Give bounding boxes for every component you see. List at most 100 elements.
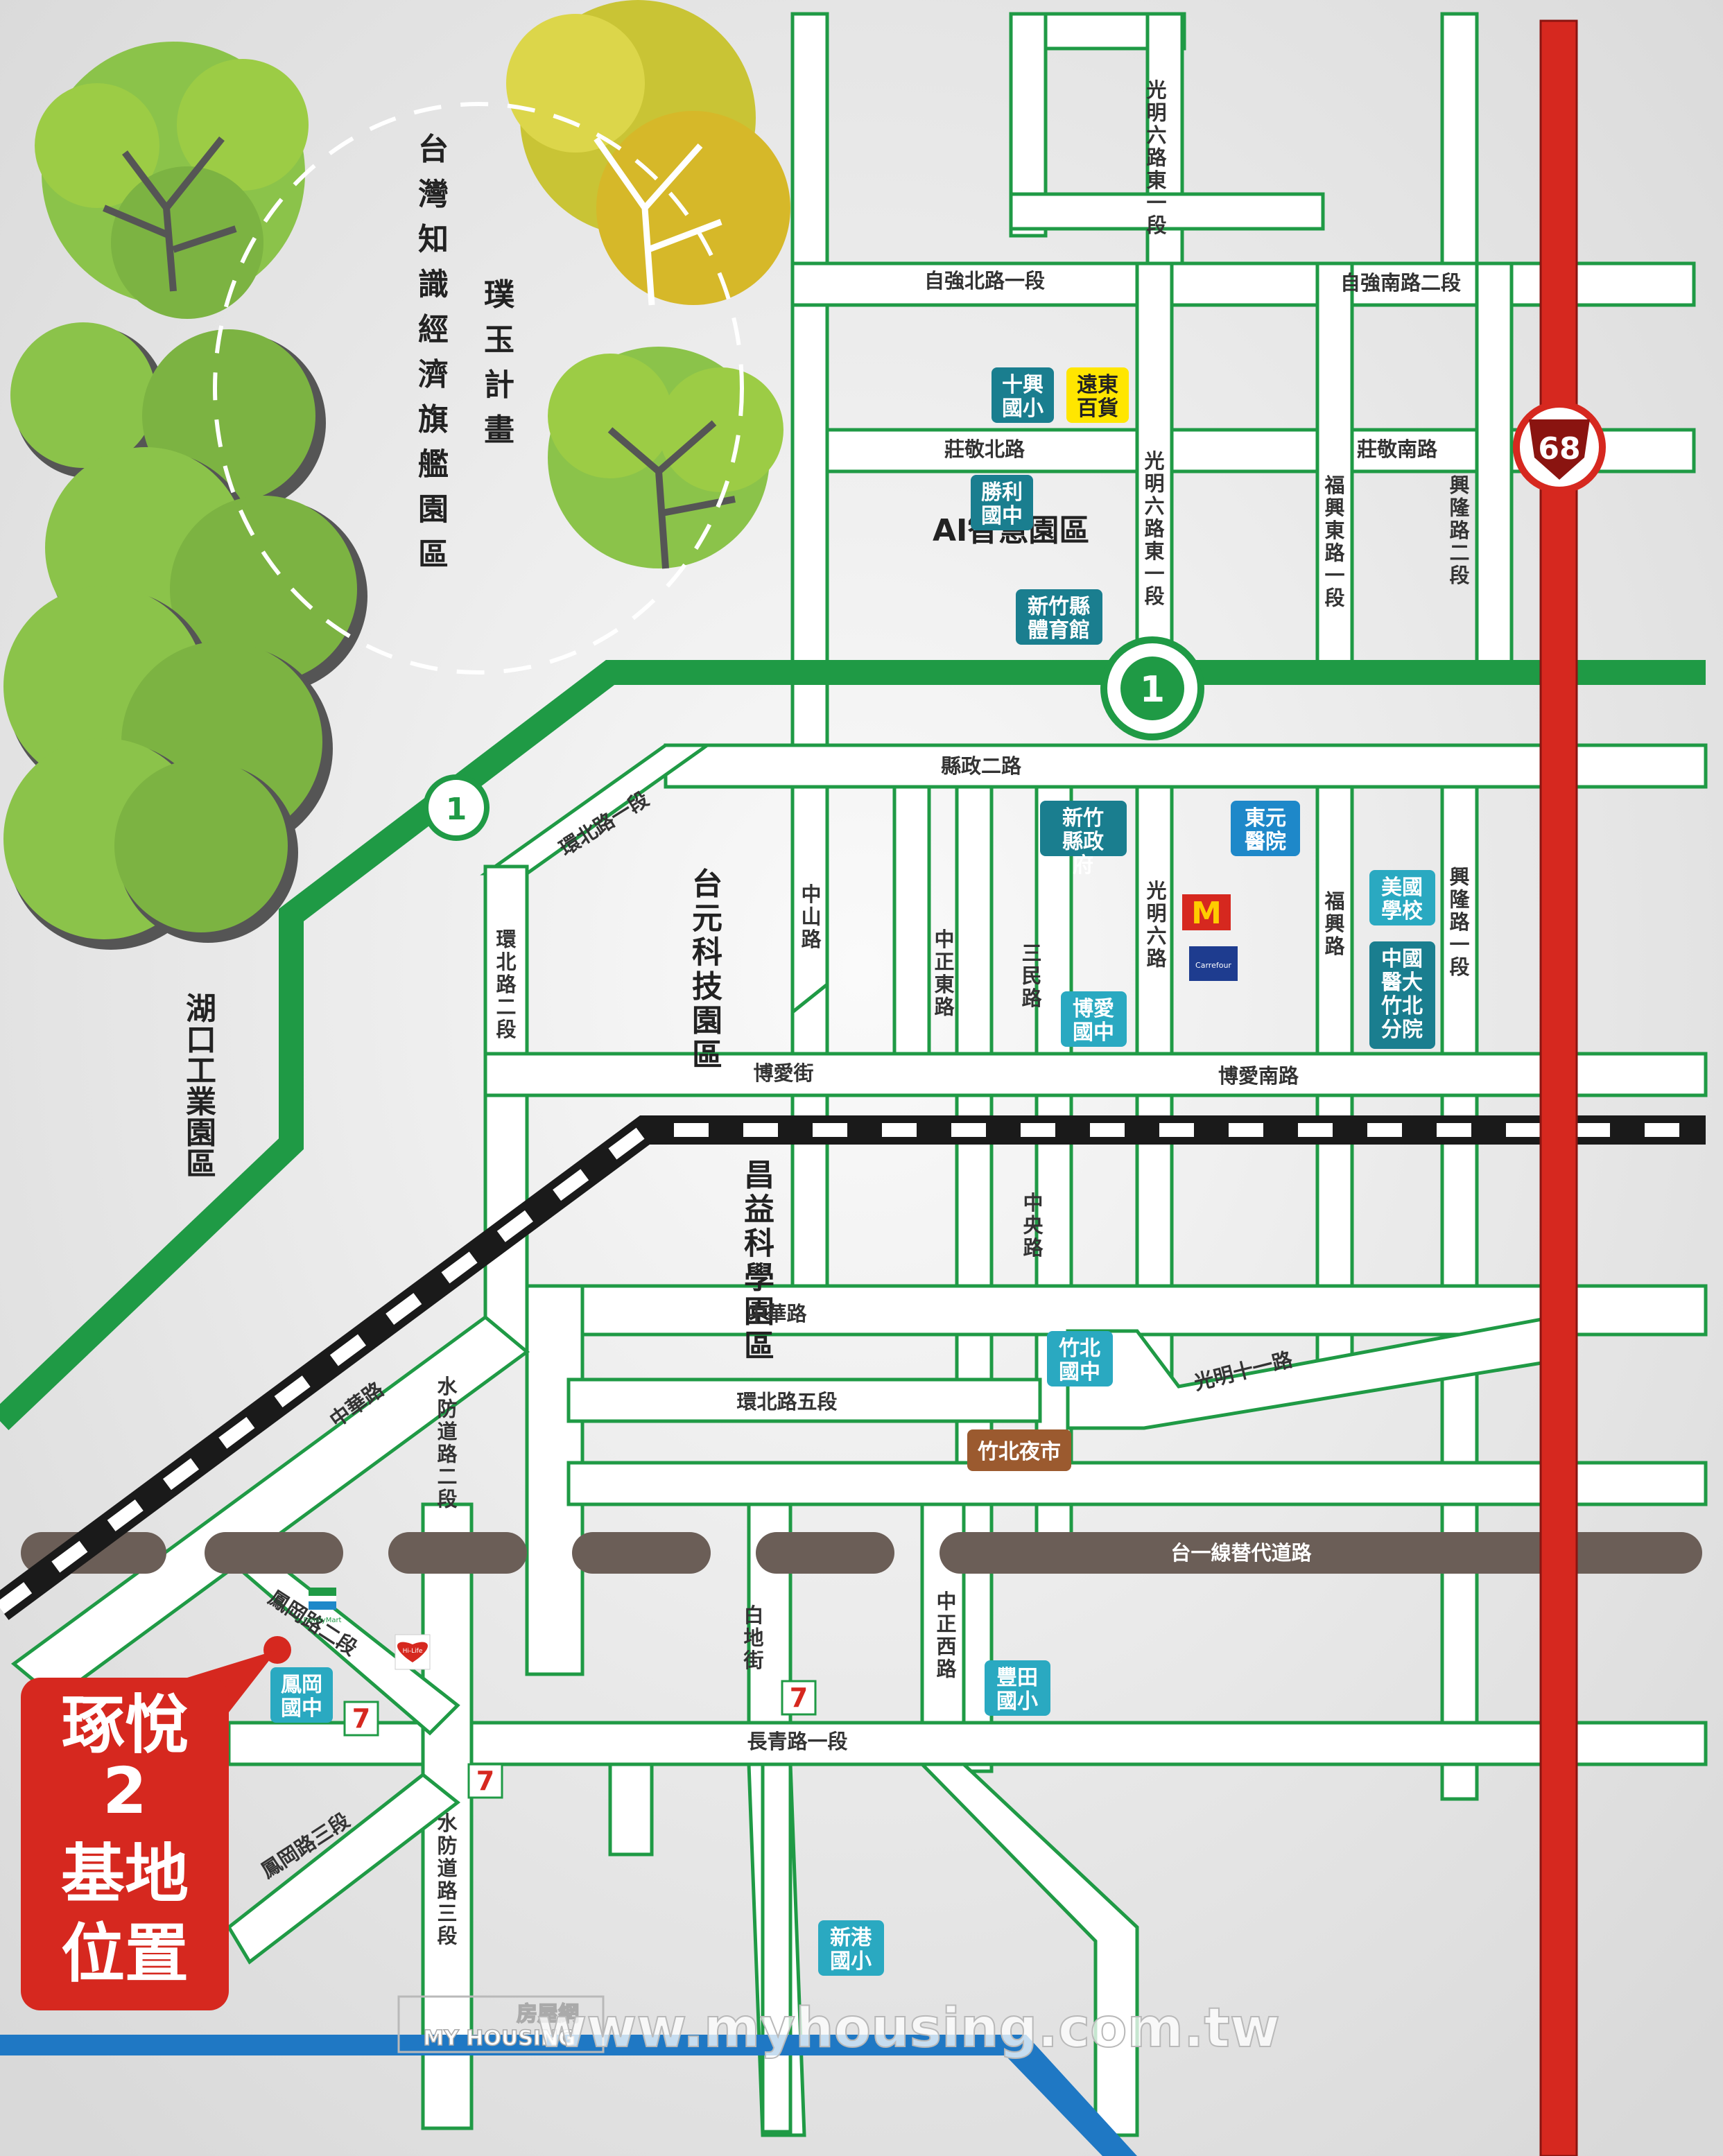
vertical-char: 興: [1324, 912, 1344, 935]
road-label-zhuangjing-n: 莊敬北路: [944, 437, 1025, 461]
poi-shixing: 十興國小: [992, 367, 1054, 423]
poi-label-line: 勝利: [981, 480, 1023, 505]
vertical-char: 園: [744, 1294, 774, 1330]
vertical-char: 環: [496, 928, 517, 951]
vertical-char: 園: [692, 1003, 722, 1038]
vertical-char: 元: [692, 901, 722, 936]
vertical-char: 段: [1324, 586, 1344, 609]
road-label-shuifang2: 水防道路二段: [437, 1375, 458, 1511]
road-label-huanbei2: 環北路二段: [496, 928, 517, 1041]
tree-icon: [506, 0, 790, 306]
mcdonalds-logo-text: M: [1191, 896, 1222, 931]
poi-boai-jh: 博愛國中: [1061, 991, 1127, 1047]
vertical-char: 路: [437, 1442, 458, 1466]
hilife-logo-text: Hi-Life: [403, 1648, 423, 1655]
carrefour-logo-text: Carrefour: [1195, 961, 1231, 970]
vertical-char: 民: [1021, 964, 1041, 987]
poi-label: 遠東百貨: [1077, 373, 1118, 421]
familymart-logo-text: FamilyMart: [304, 1617, 342, 1624]
river: [0, 2035, 1137, 2156]
poi-label-line: 國小: [1002, 397, 1044, 421]
route-1-shield: 1: [423, 774, 490, 841]
vertical-char: 興: [1449, 865, 1469, 889]
vertical-char: 段: [496, 1018, 516, 1041]
poi-label: 竹北夜市: [978, 1440, 1061, 1464]
road-label-shuifang3: 水防道路三段: [437, 1811, 458, 1947]
road-label-changqing1: 長青路一段: [747, 1730, 847, 1753]
seven-logo-text: 7: [476, 1766, 494, 1796]
vertical-char: 科: [692, 935, 722, 971]
poi-label-line: 縣政: [1062, 830, 1104, 854]
poi-label-line: 新竹縣: [1028, 595, 1090, 619]
vertical-char: 路: [801, 928, 822, 951]
vertical-char: 灣: [418, 177, 449, 212]
vertical-char: 六: [1146, 924, 1166, 948]
vertical-char: 路: [1324, 541, 1345, 564]
tree-icon-group: [3, 0, 790, 950]
vertical-char: 光: [1146, 78, 1166, 102]
poi-label: 新竹縣政府: [1062, 806, 1104, 878]
tree-icon: [3, 322, 367, 950]
vertical-char: 段: [437, 1487, 457, 1511]
vertical-char: 光: [1146, 879, 1166, 903]
vertical-char: 央: [1023, 1213, 1044, 1237]
vertical-char: 路: [1146, 946, 1167, 970]
vertical-char: 段: [437, 1924, 457, 1947]
poi-county-gov: 新竹縣政府: [1040, 801, 1127, 878]
vertical-char: 一: [1324, 564, 1344, 587]
poi-label-line: 新竹: [1062, 806, 1104, 831]
area-label-hukou: 湖口工業園區: [186, 991, 216, 1182]
vertical-char: 園: [186, 1115, 216, 1151]
route-68-shield: 68: [1513, 401, 1606, 494]
vertical-char: 一: [1144, 562, 1164, 585]
poi-label-line: 中國: [1381, 947, 1423, 971]
vertical-char: 中: [801, 883, 821, 906]
poi-label-line: 醫院: [1245, 830, 1286, 854]
vertical-char: 道: [437, 1420, 457, 1443]
poi-label-line: 體育館: [1028, 618, 1090, 643]
mcdonalds-icon: M: [1182, 894, 1231, 931]
vertical-char: 識: [418, 267, 449, 302]
road-label-boai: 博愛街: [753, 1061, 813, 1085]
poi-label: 竹北國中: [1059, 1337, 1100, 1384]
road-label-zhongzheng-w: 中正西路: [936, 1590, 957, 1680]
vertical-char: 玉: [484, 322, 514, 358]
vertical-char: 六: [1146, 123, 1166, 147]
vertical-char: 隆: [1449, 496, 1470, 519]
vertical-char: 明: [1146, 901, 1166, 925]
vertical-char: 街: [743, 1649, 763, 1672]
vertical-char: 業: [186, 1084, 216, 1120]
vertical-char: 明: [1146, 101, 1166, 124]
route-1-shield-label: 1: [1140, 669, 1165, 711]
vertical-char: 路: [1021, 986, 1042, 1010]
vertical-char: 路: [1449, 519, 1470, 542]
vertical-char: 區: [744, 1328, 774, 1364]
poi-label-line: 鳳岡: [281, 1673, 322, 1697]
vertical-char: 計: [484, 367, 514, 403]
vertical-char: 艦: [418, 447, 449, 483]
watermark-brand-en: MY HOUSING: [423, 2026, 575, 2051]
poi-american-school: 美國學校: [1369, 870, 1435, 925]
vertical-char: 二: [496, 995, 516, 1018]
road-label-huanbei5: 環北路五段: [736, 1390, 837, 1414]
highway-1: [0, 660, 1706, 1431]
vertical-char: 路: [1324, 934, 1345, 958]
poi-label-line: 豐田: [996, 1666, 1038, 1690]
seven-eleven-icon: 7: [343, 1701, 379, 1737]
poi-label-line: 美國: [1381, 876, 1423, 900]
tree-icon: [35, 42, 309, 319]
vertical-char: 學: [744, 1260, 774, 1296]
poi-label: 東元醫院: [1245, 806, 1286, 854]
poi-label-line: 分院: [1381, 1018, 1423, 1042]
vertical-char: 正: [934, 950, 954, 973]
road-label-zichiang-n1: 自強北路一段: [924, 269, 1045, 293]
poi-fareast: 遠東百貨: [1066, 367, 1129, 423]
site-label-line2: 2: [103, 1754, 147, 1828]
poi-label-line: 國中: [281, 1696, 322, 1721]
road-label-xinglong2: 興隆路二段: [1449, 473, 1470, 587]
poi-label-line: 百貨: [1077, 397, 1118, 421]
site-label-line1: 琢悅: [61, 1688, 189, 1762]
vertical-char: 路: [936, 1657, 957, 1680]
poi-label-line: 竹北: [1381, 994, 1423, 1018]
vertical-char: 湖: [186, 991, 216, 1027]
